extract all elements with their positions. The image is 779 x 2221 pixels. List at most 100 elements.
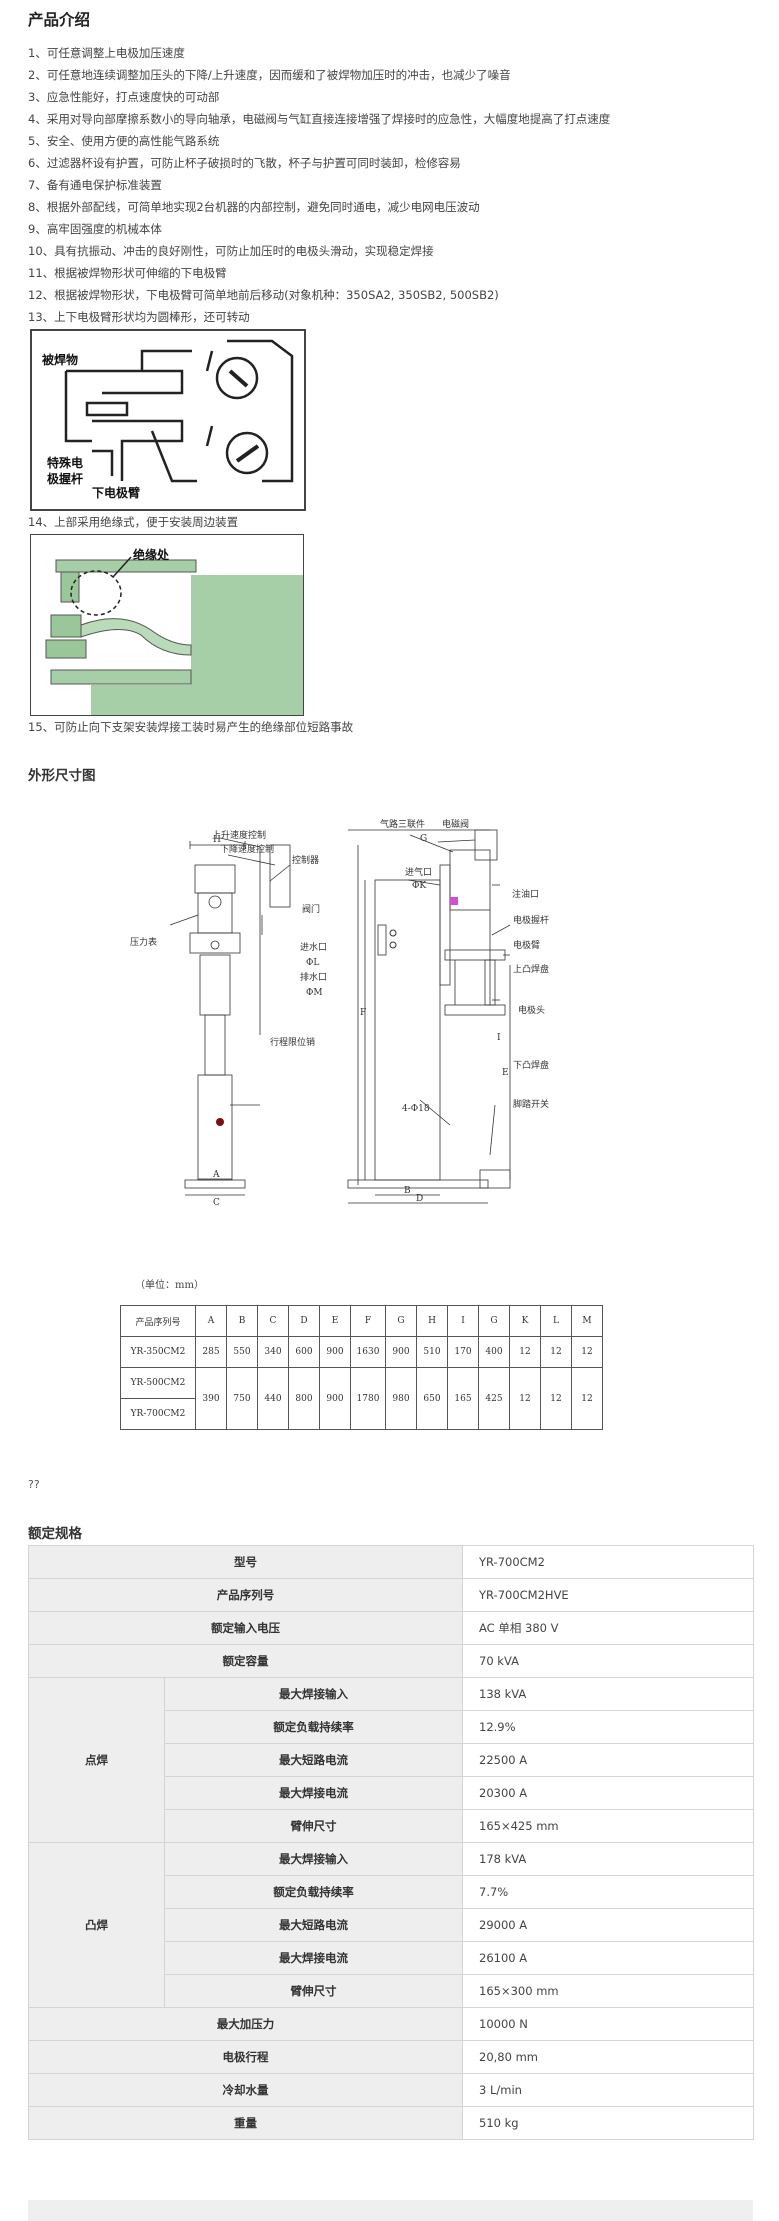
dim-g-label: G <box>420 834 427 844</box>
dimension-cell: 12 <box>509 1367 541 1430</box>
valve-label: 阀门 <box>302 903 320 915</box>
spec-label: 最大焊接电流 <box>164 1776 463 1810</box>
dimension-row: YR-700CM2 <box>120 1398 603 1430</box>
dimension-header: M <box>571 1305 603 1337</box>
dimension-cell: 900 <box>385 1336 417 1368</box>
spec-label: 重量 <box>28 2106 463 2140</box>
dimension-cell: YR-350CM2 <box>120 1336 196 1368</box>
dimension-cell: 980 <box>385 1367 417 1430</box>
dimension-cell: 285 <box>195 1336 227 1368</box>
dimension-cell: 12 <box>509 1336 541 1368</box>
spec-row: 产品序列号 YR-700CM2HVE <box>28 1578 754 1612</box>
workpiece-label: 被焊物 <box>42 352 78 367</box>
spot-group-label: 点焊 <box>28 1677 165 1843</box>
dimension-cell: 510 <box>416 1336 448 1368</box>
dimension-cell: 440 <box>257 1367 289 1430</box>
foot-switch-label: 脚踏开关 <box>513 1098 549 1110</box>
dimension-table: 产品序列号 A B C D E F G H I G K L M YR-350CM… <box>120 1305 603 1430</box>
spec-row: 额定输入电压 AC 单相 380 V <box>28 1611 754 1645</box>
dimension-cell: 800 <box>288 1367 320 1430</box>
dimension-cell: 600 <box>288 1336 320 1368</box>
dim-h-label: H <box>213 835 221 845</box>
caption-14: 14、上部采用绝缘式，便于安装周边装置 <box>28 515 239 529</box>
electrode-arm-label: 电极臂 <box>513 939 540 951</box>
outline-drawing: 上升速度控制 下降速度控制 控制器 阀门 压力表 进水口 ΦL 排水口 ΦM 行… <box>120 805 640 1210</box>
water-out-label: 排水口 <box>300 971 327 983</box>
spec-table: 型号 YR-700CM2 产品序列号 YR-700CM2HVE 额定输入电压 A… <box>28 1545 754 2140</box>
holes-label: 4-Φ18 <box>402 1104 430 1114</box>
feature-item: 13、上下电极臂形状均为圆棒形，还可转动 <box>28 310 250 324</box>
spec-label: 电极行程 <box>28 2040 463 2074</box>
spec-label: 额定输入电压 <box>28 1611 463 1645</box>
insulation-drawing: 绝缘处 <box>45 547 303 715</box>
upper-plate-label: 上凸焊盘 <box>513 963 549 975</box>
spec-value: AC 单相 380 V <box>462 1611 754 1645</box>
pressure-gauge-label: 压力表 <box>130 936 157 948</box>
down-speed-label: 下降速度控制 <box>220 843 274 855</box>
dimension-header: G <box>478 1305 510 1337</box>
up-speed-label: 上升速度控制 <box>212 829 266 841</box>
spec-row: 额定负载持续率 7.7% <box>29 1875 754 1909</box>
dimension-cell: YR-700CM2 <box>120 1398 196 1430</box>
spec-label: 冷却水量 <box>28 2073 463 2107</box>
spec-label: 最大焊接输入 <box>164 1677 463 1711</box>
spec-label: 最大短路电流 <box>164 1908 463 1942</box>
spec-value: 12.9% <box>462 1710 754 1744</box>
spec-value: 70 kVA <box>462 1644 754 1678</box>
caption-15: 15、可防止向下支架安装焊接工装时易产生的绝缘部位短路事故 <box>28 720 354 734</box>
spec-row: 最大焊接电流 26100 A <box>29 1941 754 1975</box>
intro-title: 产品介绍 <box>28 11 91 29</box>
spec-row: 额定容量 70 kVA <box>28 1644 754 1678</box>
spec-value: 29000 A <box>462 1908 754 1942</box>
spec-label: 额定负载持续率 <box>164 1710 463 1744</box>
dimension-header: E <box>319 1305 351 1337</box>
insulation-label: 绝缘处 <box>133 547 170 562</box>
dimension-cell: 425 <box>478 1367 510 1430</box>
stray-text: ?? <box>28 1478 40 1491</box>
spec-value: 165×425 mm <box>462 1809 754 1843</box>
spec-label: 产品序列号 <box>28 1578 463 1612</box>
dimension-cell: 170 <box>447 1336 479 1368</box>
phi-m-label: ΦM <box>306 988 323 998</box>
stroke-pin-label: 行程限位销 <box>270 1036 315 1048</box>
spec-row: 最大焊接电流 20300 A <box>29 1776 754 1810</box>
spec-label: 型号 <box>28 1545 463 1579</box>
dimension-cell: YR-500CM2 <box>120 1367 196 1399</box>
dimension-cell: 340 <box>257 1336 289 1368</box>
spec-label: 最大焊接输入 <box>164 1842 463 1876</box>
controller-label: 控制器 <box>292 854 319 866</box>
spec-label: 最大短路电流 <box>164 1743 463 1777</box>
feature-item: 1、可任意调整上电极加压速度 <box>28 46 185 60</box>
dimension-cell: 900 <box>319 1367 351 1430</box>
dim-a-label: A <box>212 1170 220 1180</box>
dimension-cell: 12 <box>571 1336 603 1368</box>
dim-f-label: F <box>360 1008 366 1018</box>
dimension-cell: 900 <box>319 1336 351 1368</box>
electrode-arm-drawing: 被焊物 特殊电 极握杆 下电极臂 <box>42 339 294 500</box>
insulation-figure: 绝缘处 <box>30 534 304 716</box>
dimension-cell: 1780 <box>350 1367 386 1430</box>
spec-value: 7.7% <box>462 1875 754 1909</box>
dimension-header-row: 产品序列号 A B C D E F G H I G K L M <box>120 1305 603 1337</box>
dimension-header: L <box>540 1305 572 1337</box>
dimension-cell: 400 <box>478 1336 510 1368</box>
spec-row: 点焊 最大焊接输入 138 kVA <box>28 1677 754 1843</box>
spec-value: 138 kVA <box>462 1677 754 1711</box>
feature-item: 4、采用对导向部摩擦系数小的导向轴承，电磁阀与气缸直接连接增强了焊接时的应急性，… <box>28 112 611 126</box>
spec-value: 510 kg <box>462 2106 754 2140</box>
dimension-row: YR-350CM2 285 550 340 600 900 1630 900 5… <box>120 1336 603 1368</box>
spec-value: 26100 A <box>462 1941 754 1975</box>
dimension-cell: 12 <box>571 1367 603 1430</box>
spec-row: 重量 510 kg <box>28 2106 754 2140</box>
dimension-cell: 390 <box>195 1367 227 1430</box>
phi-k-label: ΦK <box>412 881 426 891</box>
lower-plate-label: 下凸焊盘 <box>513 1059 549 1071</box>
dim-c-label: C <box>213 1198 220 1208</box>
dimension-header: I <box>447 1305 479 1337</box>
spec-value: 20300 A <box>462 1776 754 1810</box>
footer-bar <box>28 2200 753 2221</box>
electrode-holder-label: 电极握杆 <box>513 914 549 926</box>
spec-row: 臂伸尺寸 165×300 mm <box>29 1974 754 2008</box>
dimension-cell: 550 <box>226 1336 258 1368</box>
electrode-tip-label: 电极头 <box>518 1004 545 1016</box>
